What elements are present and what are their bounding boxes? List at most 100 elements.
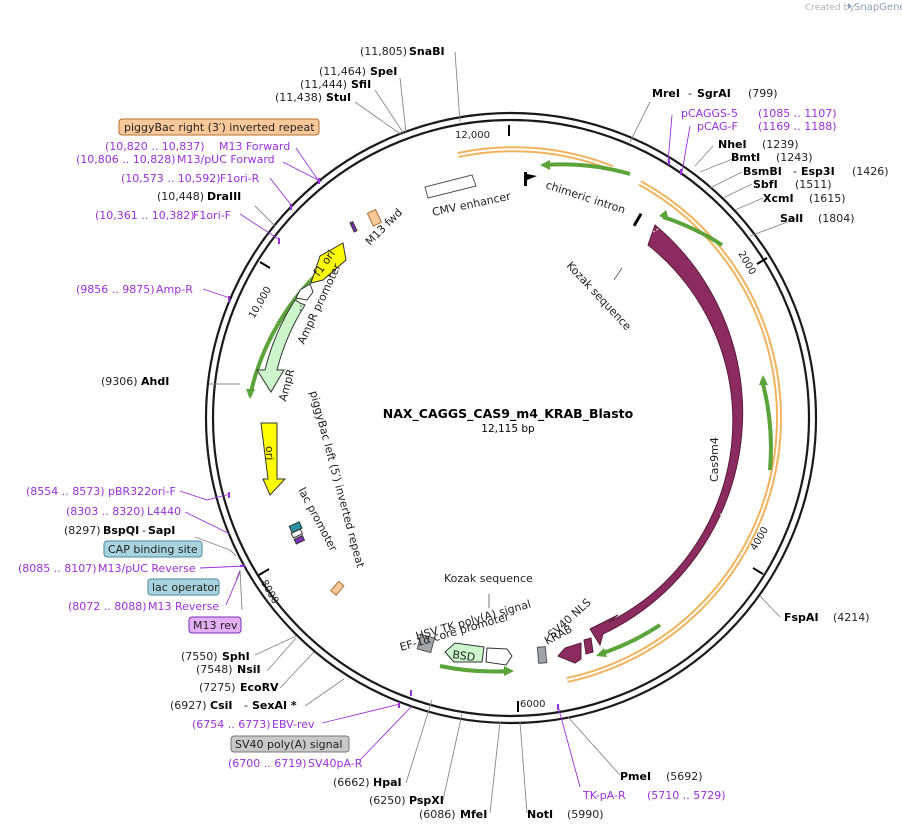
site-pos-hpai: (6662) xyxy=(333,776,370,789)
primer-name-tk-pa-r: TK-pA-R xyxy=(582,789,626,802)
primer-range-f1ori-f: (10,361 .. 10,382) xyxy=(95,209,195,222)
tick-mark xyxy=(258,568,270,576)
f1-ori-arrow xyxy=(310,242,347,284)
site-name-pmei: PmeI xyxy=(620,770,651,783)
primer-range-pcag-f: (1169 .. 1188) xyxy=(758,120,837,133)
tick-label-10000: 10,000 xyxy=(247,285,274,321)
cas9m4-arrow xyxy=(589,224,744,647)
primer-name-m13puc-forward: M13/pUC Forward xyxy=(177,153,275,166)
tick-mark xyxy=(756,257,768,265)
svg-text:CAP binding site: CAP binding site xyxy=(108,543,198,556)
svg-text:lac operator: lac operator xyxy=(152,581,219,594)
ori-arrow xyxy=(260,422,287,496)
site-pos-draiii: (10,448) xyxy=(157,190,204,203)
site-pos-stui: (11,438) xyxy=(275,91,322,104)
chimeric-intron-flags xyxy=(524,172,643,227)
primer-range-pbr322ori-f: (8554 .. 8573) xyxy=(26,485,105,498)
primer-range-tk-pa-r: (5710 .. 5729) xyxy=(647,789,726,802)
site-pos-mfei: (6086) xyxy=(419,808,456,821)
primer-range-m13-reverse: (8072 .. 8088) xyxy=(68,600,147,613)
site-name-bmti: BmtI xyxy=(731,151,760,164)
tag-cap-binding-site: CAP binding site xyxy=(103,540,203,558)
primer-name-ebv-rev: EBV-rev xyxy=(272,718,315,731)
primer-name-sv40pa-r: SV40pA-R xyxy=(308,757,363,770)
site-name-draiii: DraIII xyxy=(207,190,241,203)
ruler-ticks xyxy=(258,125,768,712)
site-dash-sgrai: - xyxy=(688,87,692,100)
primer-range-ebv-rev: (6754 .. 6773) xyxy=(192,718,271,731)
label-lac-promoter: lac promoter xyxy=(295,485,340,554)
site-pos-pmei: (5692) xyxy=(666,770,703,783)
site-pos-csii: (6927) xyxy=(170,699,207,712)
svg-text:SV40 poly(A) signal: SV40 poly(A) signal xyxy=(235,738,342,751)
sv40-nls-marker xyxy=(583,637,594,655)
created-by-text: Created by xyxy=(805,3,855,13)
site-name-ahdi: AhdI xyxy=(141,375,169,388)
cag-promoter-arc xyxy=(457,146,783,683)
site-pos-bmti: (1243) xyxy=(776,151,813,164)
primer-range-m13-forward: (10,820 .. 10,837) xyxy=(105,140,205,153)
tick-mark xyxy=(752,567,764,575)
site-name-nsii: NsiI xyxy=(237,663,261,676)
kozak-top-leader xyxy=(613,267,623,281)
site-pos-sfii: (11,444) xyxy=(300,78,347,91)
site-pos-sali: (1804) xyxy=(818,212,855,225)
primer-name-f1ori-f: F1ori-F xyxy=(193,209,231,222)
primer-markers xyxy=(228,159,682,710)
label-kozak-top: Kozak sequence xyxy=(564,259,634,333)
site-pos-xcmi: (1615) xyxy=(809,192,846,205)
snapgene-logo-icon xyxy=(848,3,852,9)
primer-name-pbr322ori-f: pBR322ori-F xyxy=(108,485,176,498)
primer-range-l4440: (8303 .. 8320) xyxy=(66,505,145,518)
site-pos-ahdi: (9306) xyxy=(101,375,138,388)
site-pos-bspqi: (8297) xyxy=(64,524,101,537)
site-name-ecorv: EcoRV xyxy=(240,681,279,694)
primer-range-pcaggs-5: (1085 .. 1107) xyxy=(758,107,837,120)
primer-name-pcaggs-5: pCAGGS-5 xyxy=(681,107,738,120)
site-pos-sbfi: (1511) xyxy=(795,178,832,191)
label-ori: ori xyxy=(263,446,276,460)
site-dash-sapi: - xyxy=(142,524,146,537)
site-pos-spei: (11,464) xyxy=(319,65,366,78)
primer-range-sv40pa-r: (6700 .. 6719) xyxy=(228,757,307,770)
site-name-esp3i: Esp3I xyxy=(801,165,835,178)
hsv-tk-box xyxy=(536,646,548,664)
label-chimeric-intron: chimeric intron xyxy=(544,178,627,216)
site-name-sphi: SphI xyxy=(222,650,250,663)
site-pos-noti: (5990) xyxy=(567,808,604,821)
site-pos-snabi: (11,805) xyxy=(360,45,407,58)
cmv-enhancer-box xyxy=(424,174,477,199)
site-name-mrei: MreI xyxy=(652,87,680,100)
site-pos-fspai: (4214) xyxy=(833,611,870,624)
primer-name-f1ori-r: F1ori-R xyxy=(220,172,260,185)
primer-range-f1ori-r: (10,573 .. 10,592) xyxy=(121,172,221,185)
site-name-sapi: SapI xyxy=(148,524,175,537)
site-name-sbfi: SbfI xyxy=(753,178,778,191)
primer-range-m13puc-reverse: (8085 .. 8107) xyxy=(18,562,97,575)
site-dash-esp3i: - xyxy=(793,165,797,178)
site-pos-sphi: (7550) xyxy=(181,650,218,663)
site-pos-mrei: (799) xyxy=(748,87,778,100)
site-name-xcmi: XcmI xyxy=(763,192,794,205)
sv40-polya-box xyxy=(416,633,436,654)
primer-name-l4440: L4440 xyxy=(147,505,181,518)
primer-name-amp-r: Amp-R xyxy=(156,283,193,296)
primer-range-amp-r: (9856 .. 9875) xyxy=(76,283,155,296)
site-name-stui: StuI xyxy=(326,91,351,104)
label-bsd: BSD xyxy=(452,648,476,664)
site-pos-nhei: (1239) xyxy=(762,138,799,151)
site-pos-ecorv: (7275) xyxy=(199,681,236,694)
plasmid-name: NAX_CAGGS_CAS9_m4_KRAB_Blasto xyxy=(383,406,634,422)
site-dash-sexai: - xyxy=(244,699,248,712)
plasmid-backbone xyxy=(204,111,818,725)
label-cas9m4: Cas9m4 xyxy=(708,437,721,482)
tick-label-12000: 12,000 xyxy=(455,130,490,141)
site-name-hpai: HpaI xyxy=(373,776,402,789)
site-name-pspxi: PspXI xyxy=(409,794,444,807)
site-name-bspqi: BspQI xyxy=(103,524,139,537)
primer-name-m13-reverse: M13 Reverse xyxy=(148,600,219,613)
site-name-nhei: NheI xyxy=(718,138,747,151)
tick-mark xyxy=(259,261,271,269)
site-name-sgrai: SgrAI xyxy=(697,87,731,100)
